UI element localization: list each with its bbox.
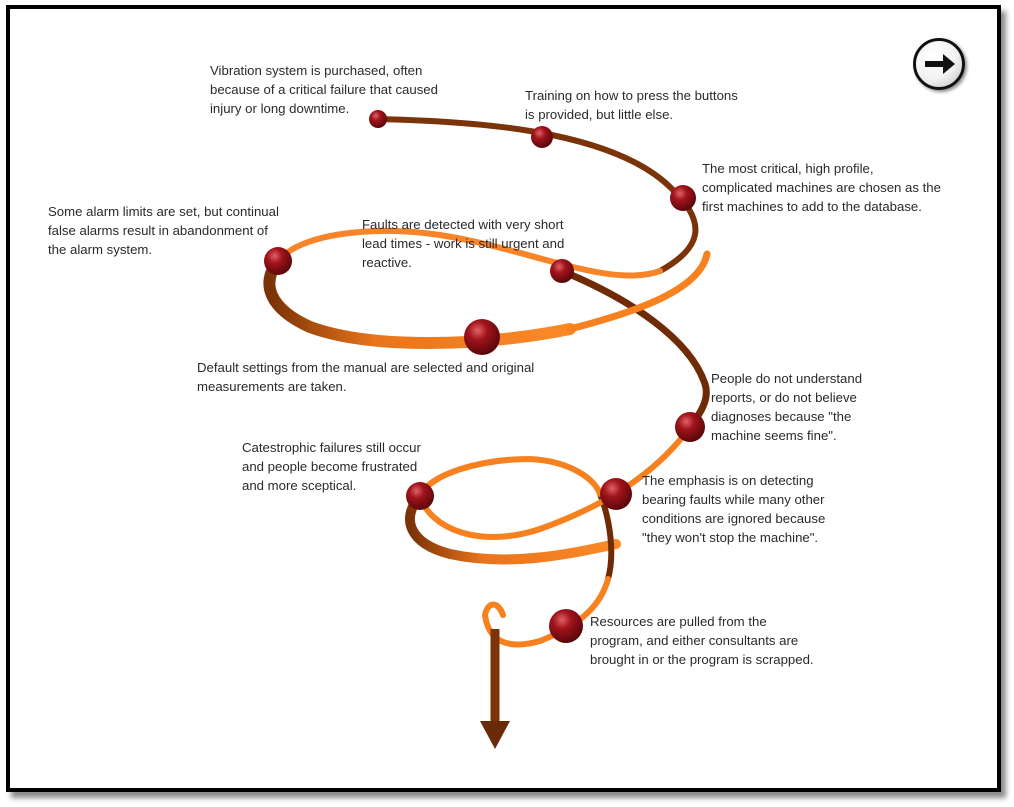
next-button[interactable]: [913, 38, 965, 90]
ribbon-front-upper: [275, 228, 663, 279]
step-caption-8: The emphasis is on detecting bearing fau…: [642, 473, 826, 545]
step-caption-10: Resources are pulled from the program, a…: [590, 614, 814, 667]
step-node-5: [464, 319, 500, 355]
ribbon-back-top: [375, 116, 699, 274]
step-caption-2: Training on how to press the buttons is …: [525, 88, 738, 122]
ribbon-back-mid: [558, 267, 710, 431]
down-arrow-head: [480, 721, 510, 749]
step-node-2: [531, 126, 553, 148]
step-node-6: [264, 247, 292, 275]
step-caption-7: People do not understand reports, or do …: [711, 371, 863, 443]
diagram-frame: Vibration system is purchased, often bec…: [6, 5, 1001, 792]
step-caption-9: Catestrophic failures still occur and pe…: [242, 440, 421, 493]
step-node-10: [549, 609, 583, 643]
ribbon-front-diagonal: [566, 250, 711, 333]
step-caption-3: The most critical, high profile, complic…: [702, 161, 941, 214]
step-caption-6: Some alarm limits are set, but continual…: [48, 204, 279, 257]
ribbon-back-loop1: [263, 255, 576, 349]
step-caption-4: Faults are detected with very short lead…: [362, 217, 565, 270]
step-node-8: [600, 478, 632, 510]
step-caption-1: Vibration system is purchased, often bec…: [210, 63, 438, 116]
step-node-3: [670, 185, 696, 211]
step-caption-5: Default settings from the manual are sel…: [197, 360, 535, 394]
downward-spiral-diagram: [263, 110, 711, 749]
step-node-9: [406, 482, 434, 510]
ribbon-back-loop2: [405, 491, 621, 565]
ribbon-front-bottom: [481, 576, 611, 648]
step-node-7: [675, 412, 705, 442]
step-node-4: [550, 259, 574, 283]
right-arrow-icon: [925, 54, 955, 74]
step-node-1: [369, 110, 387, 128]
